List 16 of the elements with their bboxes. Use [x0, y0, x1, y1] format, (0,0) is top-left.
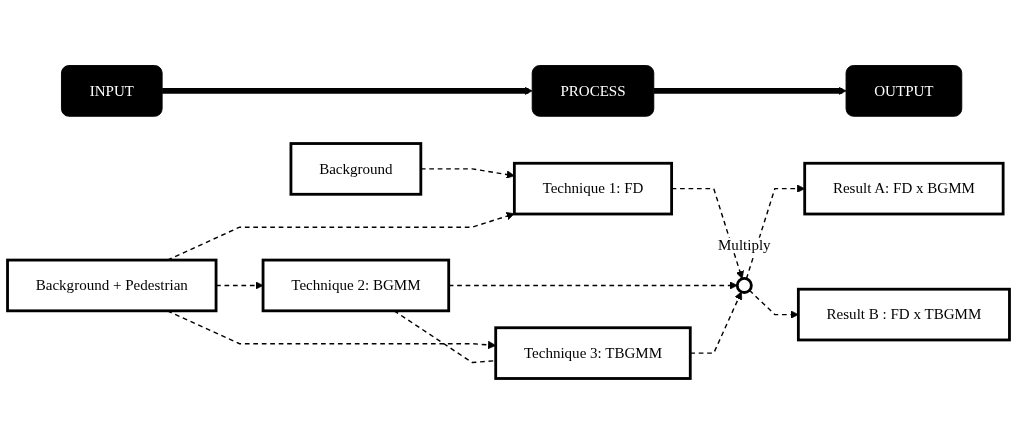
node-box: Result B : FD x TBGMM	[796, 288, 1011, 342]
node-box: Technique 1: FD	[512, 162, 673, 216]
node-box: INPUT	[61, 65, 163, 118]
arrow	[748, 290, 799, 320]
node-box: OUTPUT	[845, 65, 963, 118]
arrow	[162, 87, 533, 96]
node-box: PROCESS	[531, 65, 655, 118]
node-box: Background	[289, 142, 423, 197]
arrow	[448, 281, 738, 291]
node-box: Background + Pedestrian	[6, 259, 218, 313]
arrow	[420, 168, 515, 180]
node-box: Technique 3: TBGMM	[494, 326, 692, 381]
node-circle	[735, 277, 753, 295]
node-box: Result A: FD x BGMM	[803, 162, 1005, 216]
node-box: Technique 2: BGMM	[261, 259, 451, 313]
arrow	[653, 87, 847, 96]
